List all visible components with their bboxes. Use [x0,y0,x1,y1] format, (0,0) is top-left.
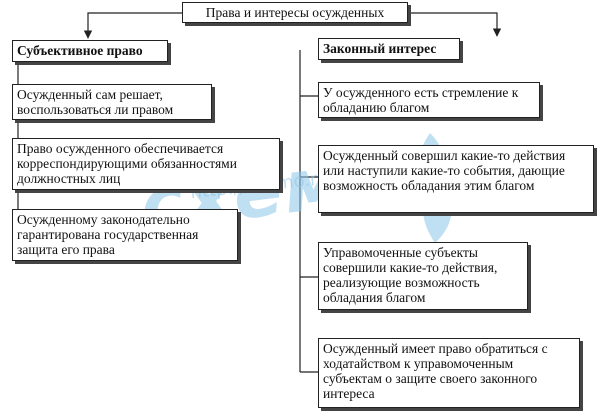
right-heading: Законный интерес [323,41,437,56]
left-item-1: Осужденный сам решает, воспользоваться л… [12,84,212,120]
right-item-4: Осужденный имеет право обратиться с хода… [318,338,580,408]
left-item-3: Осужденному законодательно гарантирована… [12,209,238,261]
left-item-2: Право осужденного обеспечивается корресп… [12,138,280,190]
right-item-3: Управомоченные субъекты совершили какие-… [318,242,528,310]
left-heading-box: Субъективное право [12,40,168,62]
right-item-2: Осужденный совершил какие-то действия ил… [318,145,594,213]
left-heading: Субъективное право [17,43,143,58]
root-label: Права и интересы осужденных [205,5,385,20]
right-heading-box: Законный интерес [318,38,460,60]
right-item-1: У осужденного есть стремление к обладани… [318,82,540,118]
arrow-root-to-left [83,12,182,39]
root-box: Права и интересы осужденных [182,2,408,23]
arrow-root-to-right [408,12,502,37]
